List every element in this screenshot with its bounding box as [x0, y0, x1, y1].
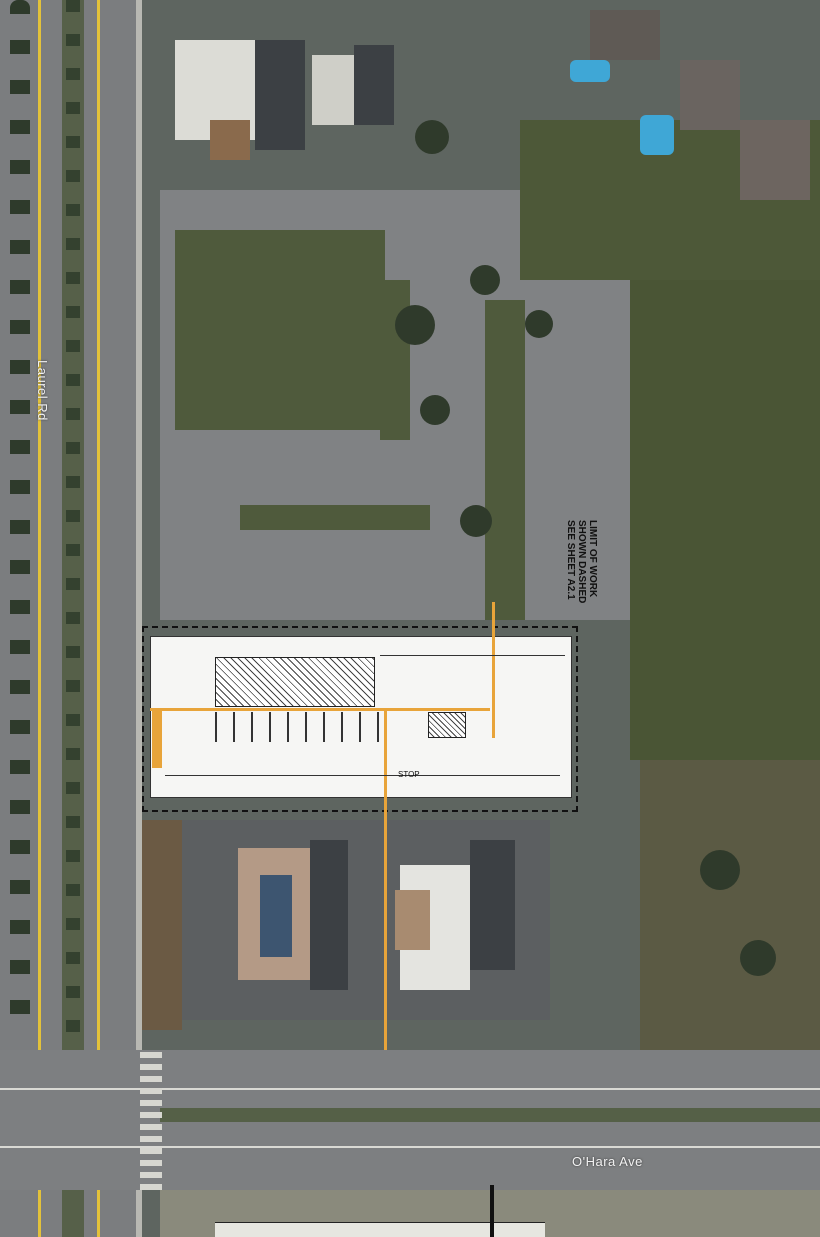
- pool-1: [570, 60, 610, 82]
- building-top-middle-dark: [354, 45, 394, 125]
- tree: [525, 310, 553, 338]
- building-lower-left-roof: [260, 875, 292, 957]
- plan-orange-line-vertical: [384, 708, 387, 1050]
- house-1: [680, 60, 740, 130]
- parking-island-1: [380, 280, 410, 440]
- pool-2: [640, 115, 674, 155]
- tree: [415, 120, 449, 154]
- building-lower-left-dark: [310, 840, 348, 990]
- house-2: [740, 120, 810, 200]
- ohara-ave-lane-line-2: [0, 1146, 820, 1148]
- proposed-building-small: [428, 712, 466, 738]
- laurel-rd-yellow-line-left: [38, 0, 41, 1237]
- plan-orange-line-top: [492, 602, 495, 738]
- tree: [395, 305, 435, 345]
- proposed-building-hatched: [215, 657, 375, 707]
- annotation-line-1: LIMIT OF WORK: [587, 520, 598, 598]
- lower-left-landscape: [142, 820, 182, 1030]
- ohara-ave-median: [160, 1108, 820, 1122]
- building-lower-right-dark: [470, 840, 515, 970]
- tree: [470, 265, 500, 295]
- annotation-line-2: SHOWN DASHED: [576, 520, 587, 604]
- right-field-3: [640, 760, 820, 1050]
- right-field: [630, 260, 820, 760]
- house-3: [590, 10, 660, 60]
- parking-island-2: [485, 300, 525, 620]
- tree: [420, 395, 450, 425]
- limit-of-work-annotation: LIMIT OF WORK SHOWN DASHED SEE SHEET A2.…: [565, 520, 598, 603]
- limit-of-work-dashed-boundary: [142, 626, 578, 812]
- parking-stripes: [215, 712, 395, 742]
- building-top-middle: [312, 55, 354, 125]
- bottom-plan-fragment: [215, 1222, 545, 1237]
- tree: [460, 505, 492, 537]
- tree: [700, 850, 740, 890]
- building-lower-right-roof: [395, 890, 430, 950]
- tree: [740, 940, 776, 976]
- drive-lane-line: [165, 775, 560, 776]
- plan-stop-label: STOP: [398, 770, 420, 779]
- building-top-roof-brown: [210, 120, 250, 160]
- laurel-rd-yellow-line-right: [97, 0, 100, 1237]
- annotation-line-3: SEE SHEET A2.1: [565, 520, 576, 600]
- street-tree-row-2: [66, 0, 80, 1040]
- parking-island-3: [240, 505, 430, 530]
- plan-orange-block: [152, 708, 162, 768]
- ohara-ave-label: O'Hara Ave: [572, 1154, 643, 1169]
- street-tree-row: [10, 0, 30, 1040]
- ohara-ave-lane-line: [0, 1088, 820, 1090]
- laurel-rd-curb: [136, 0, 142, 1237]
- building-top-left-dark: [255, 40, 305, 150]
- plan-orange-line-horizontal: [150, 708, 490, 711]
- upper-lawn: [175, 230, 385, 430]
- drive-lane-line-2: [380, 655, 565, 656]
- laurel-rd-label: Laurel Rd: [35, 360, 50, 421]
- crosswalk: [140, 1050, 162, 1190]
- bottom-plan-post: [490, 1185, 494, 1237]
